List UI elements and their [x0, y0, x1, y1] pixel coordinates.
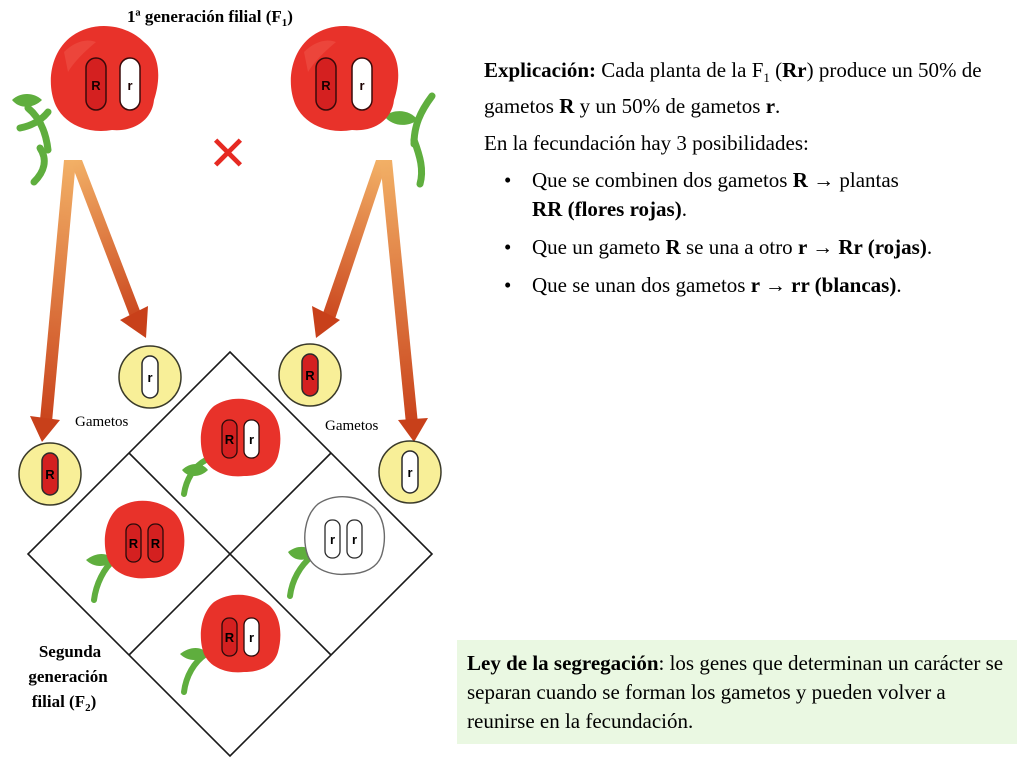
svg-text:R: R — [129, 536, 139, 551]
svg-text:R: R — [225, 432, 235, 447]
cross-symbol: ✕ — [208, 126, 248, 182]
svg-text:r: r — [352, 532, 357, 547]
f1-title: 1ª generación filial (F1) — [127, 7, 293, 29]
svg-text:Segunda: Segunda — [39, 642, 102, 661]
f2-label: Segunda generación filial (F2) — [28, 642, 108, 714]
gamete-top-right: R — [278, 343, 342, 407]
gamete-top-left: r — [118, 345, 182, 409]
f2-flower-top-rr-het: R r — [181, 398, 281, 497]
list-item: Que se unan dos gametos r → rr (blancas)… — [504, 271, 1012, 300]
svg-text:r: r — [249, 432, 254, 447]
f2-flower-bottom-rr-het: R r — [180, 594, 281, 695]
chromosome-r-dominant — [85, 57, 107, 111]
svg-text:R: R — [225, 630, 235, 645]
gamete-bottom-left: R — [18, 442, 82, 506]
f2-flower-right-rr-rec: r r — [287, 496, 386, 599]
gametes-label-left: Gametos — [75, 414, 128, 430]
law-title: Ley de la segregación — [467, 651, 659, 675]
gametes-label-right: Gametos — [325, 418, 378, 434]
svg-text:generación: generación — [28, 667, 108, 686]
svg-text:R: R — [151, 536, 161, 551]
chromosome-r-recessive — [119, 57, 141, 111]
explanation-panel: Explicación: Cada planta de la F1 (Rr) p… — [484, 56, 1012, 309]
svg-text:R: R — [45, 467, 55, 482]
svg-text:R: R — [91, 78, 101, 93]
punnett-diamond — [26, 350, 434, 758]
f1-plant-left: R r — [12, 25, 159, 186]
svg-text:filial (F2): filial (F2) — [32, 692, 97, 714]
law-text: : los genes que determinan un carácter s… — [467, 651, 1004, 733]
list-item: Que un gameto R se una a otro r → Rr (ro… — [504, 233, 1012, 262]
possibilities-list: Que se combinen dos gametos R → plantas … — [484, 166, 1012, 300]
gamete-arrows — [30, 160, 428, 442]
svg-text:r: r — [127, 78, 132, 93]
f2-flower-left-rr-dom: R R — [86, 500, 185, 603]
list-item: Que se combinen dos gametos R → plantas … — [504, 166, 1012, 224]
f1-plant-right: R r — [290, 25, 436, 188]
explanation-paragraph: Explicación: Cada planta de la F1 (Rr) p… — [484, 58, 982, 119]
gamete-bottom-right: r — [378, 440, 442, 504]
svg-text:r: r — [407, 465, 412, 480]
segregation-diagram: 1ª generación filial (F1) R r R r ✕ — [12, 7, 442, 758]
svg-text:r: r — [359, 78, 364, 93]
svg-text:r: r — [249, 630, 254, 645]
svg-text:r: r — [330, 532, 335, 547]
svg-text:R: R — [305, 368, 315, 383]
law-of-segregation-box: Ley de la segregación: los genes que det… — [457, 640, 1017, 744]
svg-text:r: r — [147, 370, 152, 385]
possibilities-heading: En la fecundación hay 3 posibilidades: — [484, 131, 809, 156]
svg-text:R: R — [321, 78, 331, 93]
